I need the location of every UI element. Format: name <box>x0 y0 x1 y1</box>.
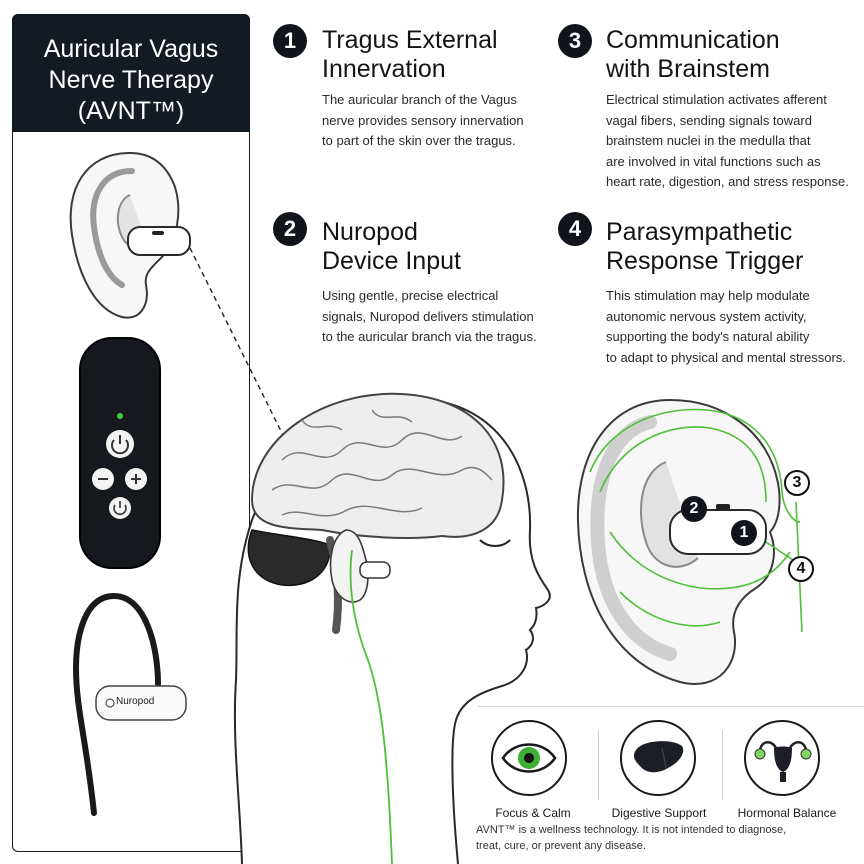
benefit-digestive-icon-wrap <box>620 720 696 796</box>
panel-title: Auricular Vagus Nerve Therapy (AVNT™) <box>12 14 250 132</box>
diagram-marker-3: 3 <box>784 470 810 496</box>
ear-nerve-diagram <box>576 398 803 685</box>
ear-device-illustration <box>69 151 191 319</box>
benefit-hormonal-icon-wrap <box>744 720 820 796</box>
nuropod-earpiece-illustration <box>72 592 187 816</box>
benefits-divider <box>598 730 599 800</box>
step-3-title: Communication with Brainstem <box>606 26 780 83</box>
diagram-marker-1: 1 <box>731 520 757 546</box>
step-4-badge: 4 <box>558 212 592 246</box>
nuropod-label: Nuropod <box>116 696 155 707</box>
benefit-hormonal-label: Hormonal Balance <box>737 806 837 820</box>
step-1-title: Tragus External Innervation <box>322 26 498 83</box>
benefits-row <box>478 706 864 818</box>
panel-title-line: (AVNT™) <box>77 97 185 125</box>
diagram-marker-2: 2 <box>681 496 707 522</box>
benefit-focus-label: Focus & Calm <box>495 806 571 820</box>
head-brain-illustration <box>233 392 551 864</box>
step-2-body: Using gentle, precise electrical signals… <box>322 288 537 344</box>
diagram-marker-4: 4 <box>788 556 814 582</box>
panel-title-line: Auricular Vagus <box>43 35 219 63</box>
step-3-badge: 3 <box>558 24 592 58</box>
panel-title-line: Nerve Therapy <box>48 66 214 94</box>
step-1-badge: 1 <box>273 24 307 58</box>
liver-icon <box>633 741 684 773</box>
benefit-digestive-label: Digestive Support <box>611 806 707 820</box>
eye-icon <box>501 743 557 773</box>
uterus-icon <box>754 741 812 782</box>
benefits-divider <box>722 730 723 800</box>
step-2-badge: 2 <box>273 212 307 246</box>
remote-control-illustration <box>79 337 161 569</box>
disclaimer: AVNT™ is a wellness technology. It is no… <box>476 824 787 852</box>
step-4-body: This stimulation may help modulate auton… <box>606 288 846 365</box>
step-3-body: Electrical stimulation activates afferen… <box>606 92 849 189</box>
step-1-body: The auricular branch of the Vagus nerve … <box>322 92 524 148</box>
step-2-title: Nuropod Device Input <box>322 218 461 275</box>
step-4-title: Parasympathetic Response Trigger <box>606 218 804 275</box>
benefit-focus-icon-wrap <box>491 720 567 796</box>
